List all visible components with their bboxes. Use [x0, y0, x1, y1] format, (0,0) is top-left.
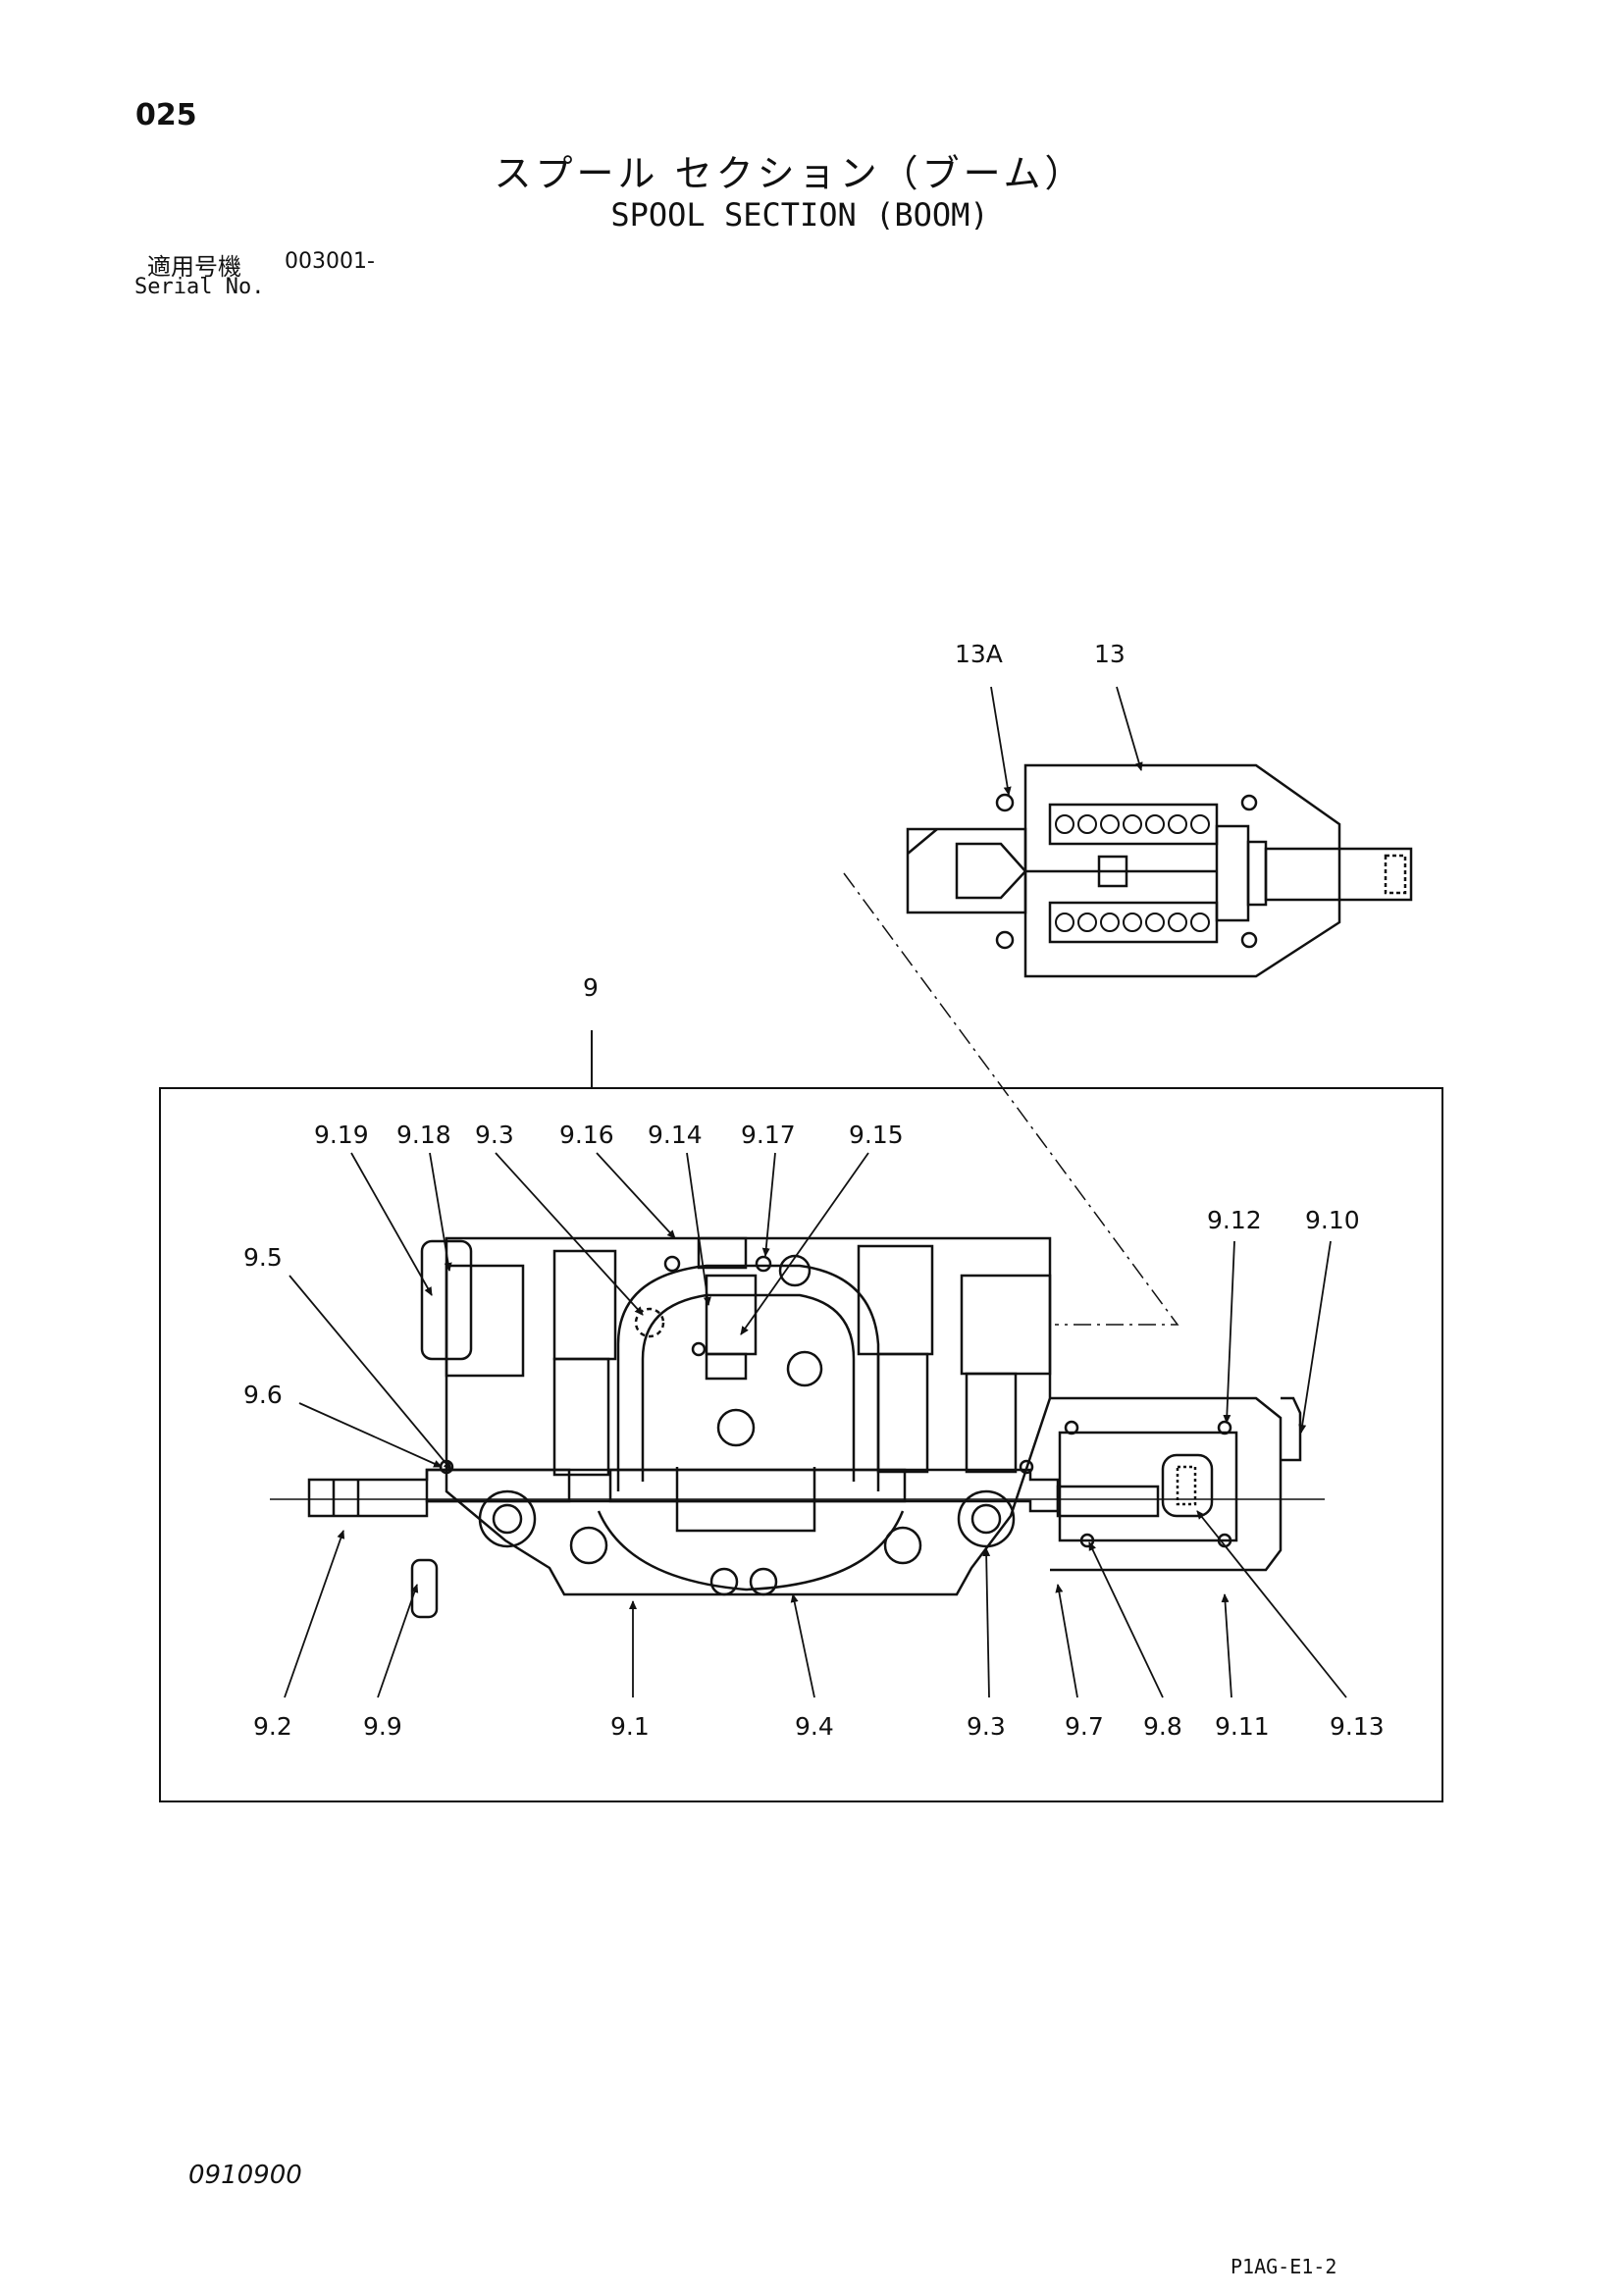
callout-9-9: 9.9 — [363, 1712, 402, 1741]
serial-label-japanese: 適用号機 — [147, 253, 241, 281]
callout-9-4: 9.4 — [795, 1712, 834, 1741]
page-title-japanese: スプール セクション（ブーム） — [494, 152, 1086, 195]
callout-labels: 13A 13 9 9.19 9.18 9.3 9.16 9.14 9.17 9.… — [243, 640, 1385, 1741]
callout-9-5: 9.5 — [243, 1243, 283, 1272]
callout-9-10: 9.10 — [1305, 1206, 1360, 1234]
callout-9-8: 9.8 — [1143, 1712, 1182, 1741]
valve-body — [307, 1236, 1302, 1619]
callout-9-16: 9.16 — [559, 1121, 614, 1149]
callout-9-15: 9.15 — [849, 1121, 904, 1149]
callout-9-11: 9.11 — [1215, 1712, 1270, 1741]
callout-9-3-top: 9.3 — [475, 1121, 514, 1149]
callout-9-13: 9.13 — [1330, 1712, 1385, 1741]
leader-lines — [284, 686, 1347, 1698]
assembly-9-frame — [159, 1087, 1443, 1802]
callout-9-17: 9.17 — [741, 1121, 796, 1149]
callout-9-18: 9.18 — [396, 1121, 451, 1149]
callout-9-19: 9.19 — [314, 1121, 369, 1149]
callout-9-12: 9.12 — [1207, 1206, 1262, 1234]
serial-number-range: 003001- — [285, 249, 375, 274]
relief-valve-assembly — [906, 763, 1413, 978]
document-number: 0910900 — [188, 2161, 302, 2190]
page-number: 025 — [135, 98, 197, 132]
callout-9-14: 9.14 — [648, 1121, 703, 1149]
callout-13: 13 — [1094, 640, 1126, 668]
page-title-english: SPOOL SECTION (BOOM) — [610, 196, 989, 234]
callout-9-6: 9.6 — [243, 1381, 283, 1409]
serial-label-english: Serial No. — [134, 275, 265, 299]
detail-reference-line — [843, 872, 1179, 1326]
callout-9-1: 9.1 — [610, 1712, 650, 1741]
sheet-code: P1AG-E1-2 — [1231, 2255, 1337, 2278]
callout-9-7: 9.7 — [1065, 1712, 1104, 1741]
callout-9: 9 — [583, 973, 599, 1002]
callout-9-3-bottom: 9.3 — [967, 1712, 1006, 1741]
callout-13a: 13A — [955, 640, 1003, 668]
callout-9-2: 9.2 — [253, 1712, 292, 1741]
